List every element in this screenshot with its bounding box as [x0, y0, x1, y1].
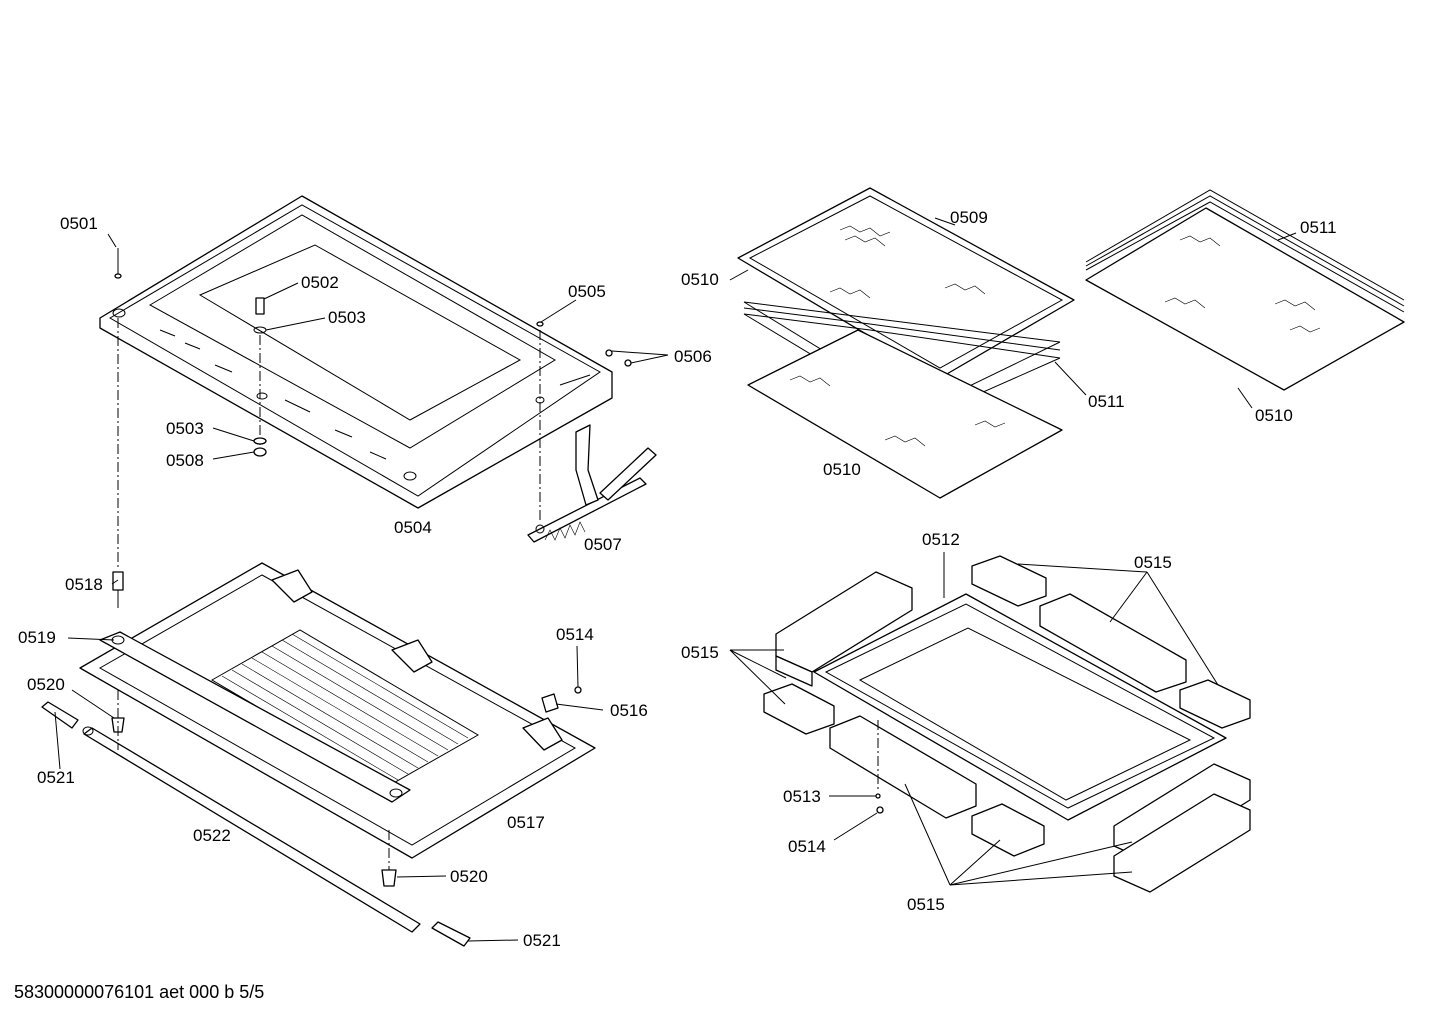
glass-pane-0510b: [1085, 207, 1405, 391]
screw-0501: [114, 248, 122, 570]
end-cap-0521a: [41, 701, 79, 729]
screws-0506: [605, 349, 632, 367]
label-0513: 0513: [783, 787, 821, 806]
end-cap-0521b: [431, 921, 471, 947]
leader-lines: [54, 217, 1297, 942]
label-0517: 0517: [507, 813, 545, 832]
label-0501: 0501: [60, 214, 98, 233]
glass-print-marks: [789, 225, 1321, 447]
label-0506: 0506: [674, 347, 712, 366]
label-0503-bottom: 0503: [166, 419, 204, 438]
label-0510-middle: 0510: [823, 460, 861, 479]
label-0514-left: 0514: [556, 625, 594, 644]
label-0521-bottom: 0521: [523, 931, 561, 950]
label-0516: 0516: [610, 701, 648, 720]
label-0521-left: 0521: [37, 768, 75, 787]
screw-0514a: [574, 686, 582, 694]
label-0520-left: 0520: [27, 675, 65, 694]
label-0515-left: 0515: [681, 643, 719, 662]
handle-support-0520b: [381, 830, 397, 887]
label-0519: 0519: [18, 628, 56, 647]
label-0520-bottom: 0520: [450, 867, 488, 886]
screw-0513: [875, 720, 881, 799]
hinge-0507: [527, 424, 657, 543]
handle-rod-0522: [82, 726, 421, 933]
screw-0514b: [876, 806, 884, 814]
label-0518: 0518: [65, 575, 103, 594]
label-0509: 0509: [950, 208, 988, 227]
door-inner-panel-0504: [99, 195, 613, 509]
label-0510-right: 0510: [1255, 406, 1293, 425]
label-0508: 0508: [166, 451, 204, 470]
label-0515-top-right: 0515: [1134, 553, 1172, 572]
label-0511-right: 0511: [1300, 218, 1337, 237]
label-0514-right: 0514: [788, 837, 826, 856]
label-0505: 0505: [568, 282, 606, 301]
label-0502: 0502: [301, 273, 339, 292]
glass-pane-0510a: [747, 329, 1063, 499]
bolt-0518: [112, 571, 124, 608]
mounting-frame-0512: [813, 593, 1227, 821]
label-0504: 0504: [394, 518, 432, 537]
label-0503-top: 0503: [328, 308, 366, 327]
label-0511-middle: 0511: [1088, 392, 1125, 411]
label-0507: 0507: [584, 535, 622, 554]
document-reference: 58300000076101 aet 000 b 5/5: [14, 982, 264, 1002]
door-outer-panel-0517: [79, 562, 596, 859]
handle-support-0520a: [111, 690, 125, 750]
glass-pane-0509: [737, 187, 1075, 379]
label-0522: 0522: [193, 826, 231, 845]
screw-0505: [536, 321, 544, 520]
seal-frame-0511b: [1085, 189, 1405, 313]
label-0510-top: 0510: [681, 270, 719, 289]
label-0512: 0512: [922, 530, 960, 549]
label-0515-bottom: 0515: [907, 895, 945, 914]
clip-0516: [541, 693, 559, 713]
